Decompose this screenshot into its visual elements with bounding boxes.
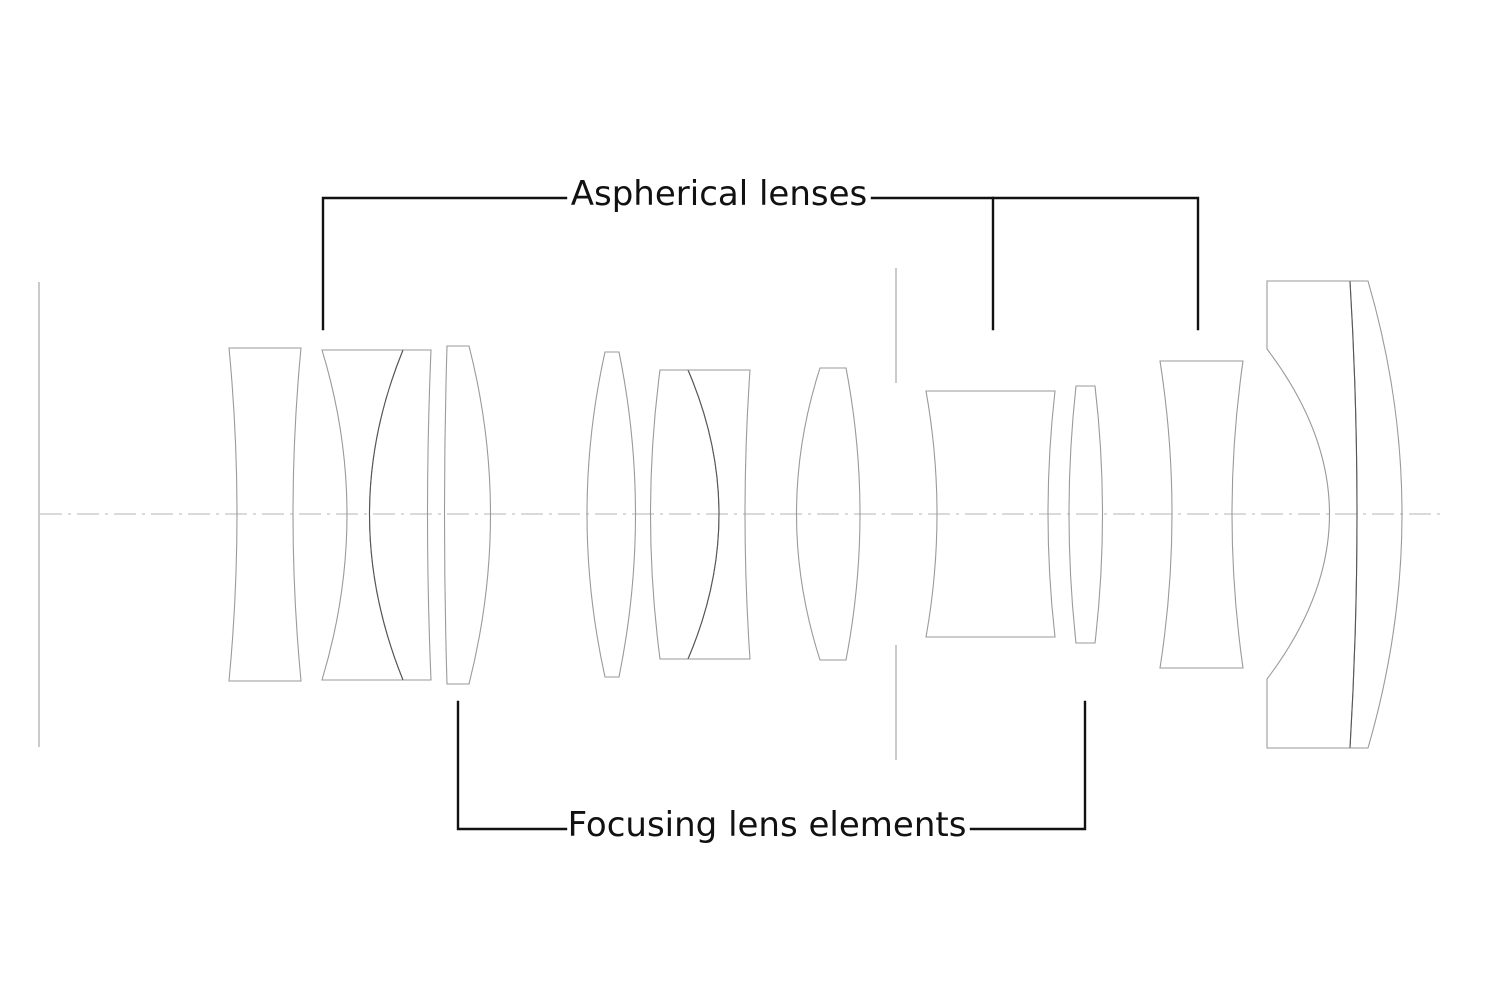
focusing-bracket-left	[456, 700, 568, 831]
lens-element-2b	[403, 349, 432, 681]
aspherical-lenses-label: Aspherical lenses	[571, 174, 868, 214]
cemented-surface-5	[687, 369, 720, 660]
aspherical-bracket-right	[870, 196, 1200, 331]
focusing-bracket-right	[969, 700, 1087, 831]
lens-element-6	[795, 367, 861, 661]
lens-element-3	[443, 345, 491, 685]
focusing-lens-elements-label: Focusing lens elements	[568, 805, 967, 845]
cemented-surface-2	[369, 349, 404, 681]
lens-element-10b	[1350, 280, 1403, 749]
lens-element-4	[586, 351, 637, 678]
lens-element-5b	[688, 369, 751, 660]
aspherical-bracket-left	[321, 196, 568, 331]
lens-element-2a	[321, 349, 404, 681]
lens-element-7	[925, 390, 1056, 638]
lens-element-1	[228, 347, 302, 682]
lens-element-9	[1159, 360, 1244, 669]
lens-element-8	[1068, 385, 1104, 644]
cemented-surface-10	[1349, 280, 1358, 749]
